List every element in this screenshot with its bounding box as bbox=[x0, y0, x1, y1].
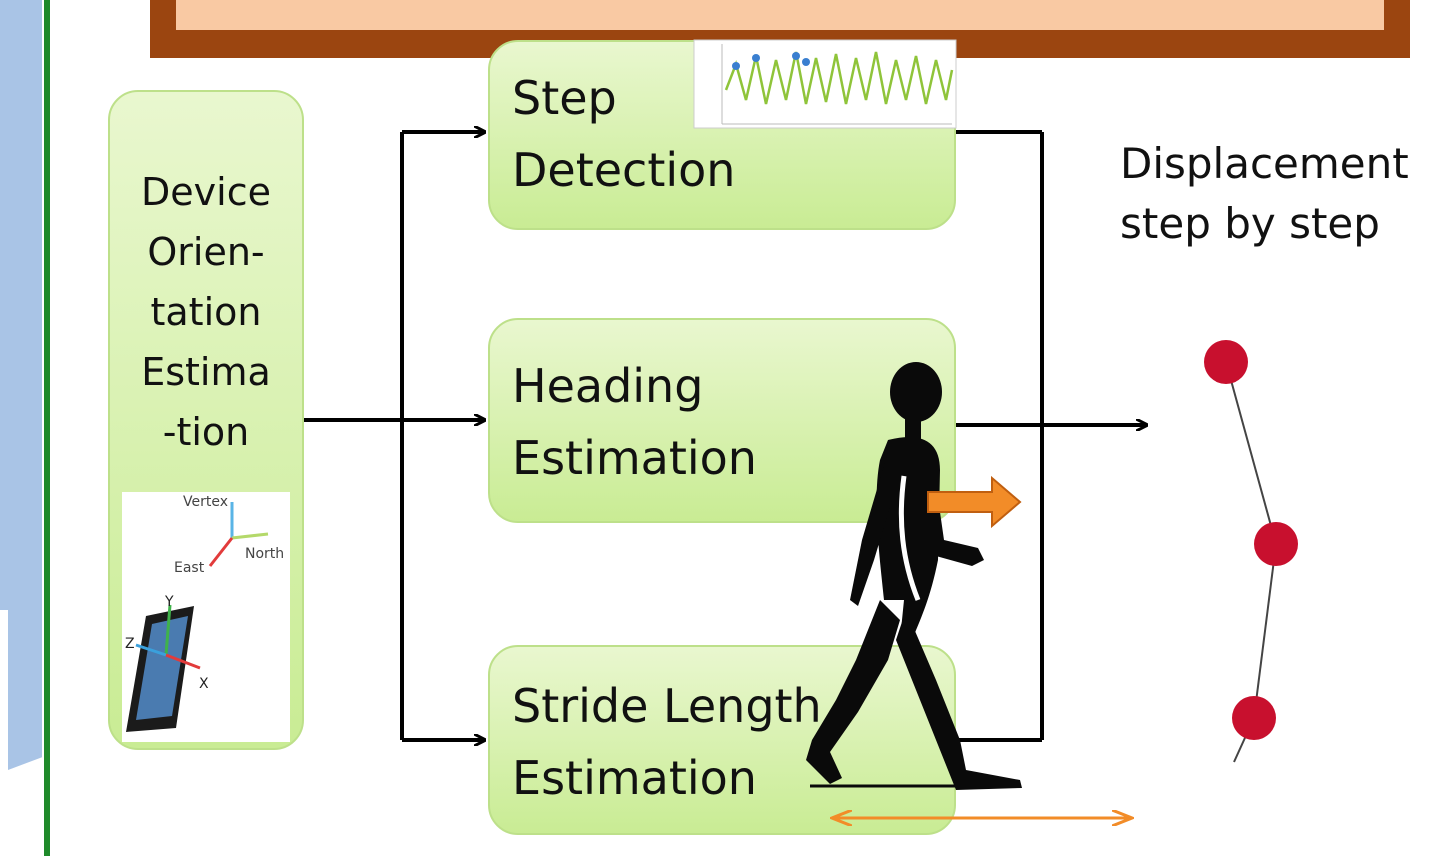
heading-direction-arrow bbox=[927, 475, 1022, 529]
device-orientation-label: Device Orien- tation Estima -tion bbox=[108, 162, 304, 462]
z-axis-label: Z bbox=[125, 636, 135, 652]
east-label: East bbox=[174, 560, 205, 576]
step-line-2: Detection bbox=[512, 143, 736, 197]
displacement-label: Displacement step by step bbox=[1120, 134, 1409, 254]
north-axis bbox=[231, 532, 269, 540]
stride-length-label: Stride Length Estimation bbox=[512, 670, 822, 814]
step-dot-1 bbox=[1204, 340, 1248, 384]
left-blue-strip bbox=[0, 0, 42, 610]
heading-line-1: Heading bbox=[512, 359, 704, 413]
x-axis-label: X bbox=[199, 676, 209, 692]
stride-line-1: Stride Length bbox=[512, 679, 822, 733]
body-highlight bbox=[898, 475, 921, 601]
walking-person-icon bbox=[806, 362, 1022, 790]
device-line-5: -tion bbox=[162, 410, 250, 454]
step-signal-thumbnail bbox=[693, 39, 957, 129]
stride-line-2: Estimation bbox=[512, 751, 757, 805]
left-blue-strip-lower bbox=[8, 610, 42, 770]
output-connectors bbox=[956, 130, 1146, 742]
device-line-4: Estima bbox=[141, 350, 271, 394]
displacement-line-1: Displacement bbox=[1120, 139, 1409, 188]
displacement-trajectory bbox=[1204, 340, 1298, 763]
device-line-2: Orien- bbox=[147, 230, 265, 274]
step-dot-2 bbox=[1254, 522, 1298, 566]
heading-estimation-label: Heading Estimation bbox=[512, 350, 757, 494]
tablet-icon bbox=[126, 604, 201, 732]
top-banner-inner bbox=[176, 0, 1384, 30]
east-axis bbox=[208, 537, 234, 567]
left-green-border bbox=[44, 0, 50, 856]
input-connectors bbox=[304, 132, 484, 740]
device-line-3: tation bbox=[150, 290, 262, 334]
displacement-line-2: step by step bbox=[1120, 199, 1380, 248]
vertex-label: Vertex bbox=[183, 494, 228, 510]
heading-line-2: Estimation bbox=[512, 431, 757, 485]
north-label: North bbox=[245, 546, 284, 562]
step-detection-label: Step Detection bbox=[512, 62, 735, 206]
left-side-panel bbox=[0, 0, 44, 856]
device-line-1: Device bbox=[141, 170, 271, 214]
step-line-1: Step bbox=[512, 71, 617, 125]
step-dot-3 bbox=[1232, 696, 1276, 740]
y-axis-label: Y bbox=[164, 594, 174, 610]
